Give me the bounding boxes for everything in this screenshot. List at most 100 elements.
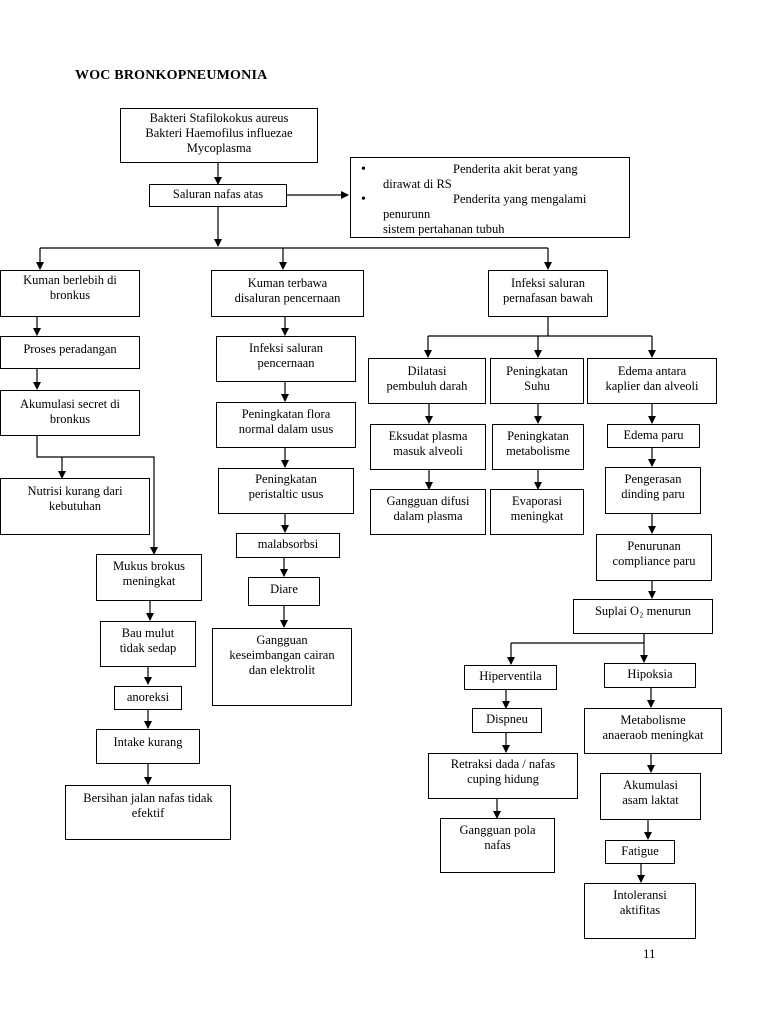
risk-item-2: Penderita yang mengalami penurunn sistem… [359, 192, 623, 237]
node-text-line: Retraksi dada / nafas [450, 757, 556, 771]
node-diare: Diare [248, 577, 320, 606]
node-text-line: pernafasan bawah [503, 291, 593, 305]
node-text-line: dalam plasma [393, 509, 463, 523]
risk-factor-box: Penderita akit berat yang dirawat di RS … [350, 157, 630, 238]
node-saluran-nafas-atas: Saluran nafas atas [149, 184, 287, 207]
node-text-line: disaluran pencernaan [234, 291, 341, 305]
connectors [33, 162, 656, 883]
node-malabsorbsi: malabsorbsi [236, 533, 340, 558]
node-text-line: Kuman berlebih di [23, 273, 117, 287]
node-text-line: Bersihan jalan nafas tidak [83, 791, 213, 805]
node-text-line: dan elektrolit [248, 663, 316, 677]
node-hipoksia: Hipoksia [604, 663, 696, 688]
node-text-line: kebutuhan [48, 499, 102, 513]
node-text-line: Edema antara [617, 364, 687, 378]
node-text-line: Eksudat plasma [388, 429, 468, 443]
node-text-line: tidak sedap [119, 641, 177, 655]
node-text-line: Peningkatan [506, 364, 568, 378]
node-text-line: Fatigue [621, 844, 659, 858]
node-intake-kurang: Intake kurang [96, 729, 200, 764]
node-text-line: peristaltic usus [248, 487, 324, 501]
node-text-line: Penurunan [627, 539, 681, 553]
node-text-line: Gangguan [256, 633, 308, 647]
node-text-line: aktifitas [619, 903, 661, 917]
node-text-line: masuk alveoli [393, 444, 463, 458]
node-text-line: Peningkatan [507, 429, 569, 443]
node-text-line: normal dalam usus [238, 422, 334, 436]
page-title: WOC BRONKOPNEUMONIA [75, 68, 268, 83]
node-proses-peradangan: Proses peradangan [0, 336, 140, 369]
node-text-line: Intake kurang [113, 735, 183, 749]
node-hiperventila: Hiperventila [464, 665, 557, 690]
node-text-line: Intoleransi [613, 888, 667, 902]
node-text-line: Nutrisi kurang dari [27, 484, 123, 498]
node-text-line: Mycoplasma [186, 141, 252, 155]
node-text-line: Suhu [524, 379, 550, 393]
node-text-line: anoreksi [126, 690, 170, 704]
page-number: 11 [643, 946, 656, 961]
node-text-line: Gangguan difusi [386, 494, 470, 508]
node-text-line: bronkus [49, 288, 91, 302]
node-text-line: Evaporasi [512, 494, 562, 508]
node-text-line: asam laktat [622, 793, 679, 807]
node-text-line: Edema paru [623, 428, 684, 442]
node-text-line: Kuman terbawa [247, 276, 328, 290]
node-text-line: Peningkatan flora [241, 407, 331, 421]
node-text-line: anaeraob meningkat [602, 728, 704, 742]
node-text-line: efektif [131, 806, 165, 820]
node-text-line: meningkat [510, 509, 564, 523]
node-text-line: malabsorbsi [257, 537, 319, 551]
node-text-line: Dispneu [486, 712, 528, 726]
node-text-line: pembuluh darah [386, 379, 468, 393]
risk-item-1: Penderita akit berat yang dirawat di RS [359, 162, 623, 192]
node-edema-paru: Edema paru [607, 424, 700, 448]
node-text-line: Akumulasi [623, 778, 678, 792]
node-text-line: Mukus brokus [113, 559, 185, 573]
node-suplai: Suplai O₂ menurun [573, 599, 713, 634]
node-anoreksi: anoreksi [114, 686, 182, 710]
node-text-line: Proses peradangan [23, 342, 117, 356]
node-text-line: Hipoksia [627, 667, 673, 681]
node-text-line: Akumulasi secret di [20, 397, 120, 411]
node-text-line: Dilatasi [407, 364, 447, 378]
node-text-line: Bau mulut [121, 626, 175, 640]
node-text-line: compliance paru [612, 554, 696, 568]
node-text-line: Peningkatan [255, 472, 317, 486]
node-text-line: pencernaan [257, 356, 315, 370]
node-text-line: Diare [270, 582, 298, 596]
node-text-line: Bakteri Stafilokokus aureus [149, 111, 289, 125]
node-dispneu: Dispneu [472, 708, 542, 733]
node-text-line: Infeksi saluran [249, 341, 323, 355]
node-text-line: bronkus [49, 412, 91, 426]
node-text-line: Infeksi saluran [511, 276, 585, 290]
node-text-line: nafas [484, 838, 511, 852]
node-text-line: meningkat [122, 574, 176, 588]
node-text-line: Gangguan pola [459, 823, 536, 837]
node-text-line: Saluran nafas atas [172, 187, 264, 201]
